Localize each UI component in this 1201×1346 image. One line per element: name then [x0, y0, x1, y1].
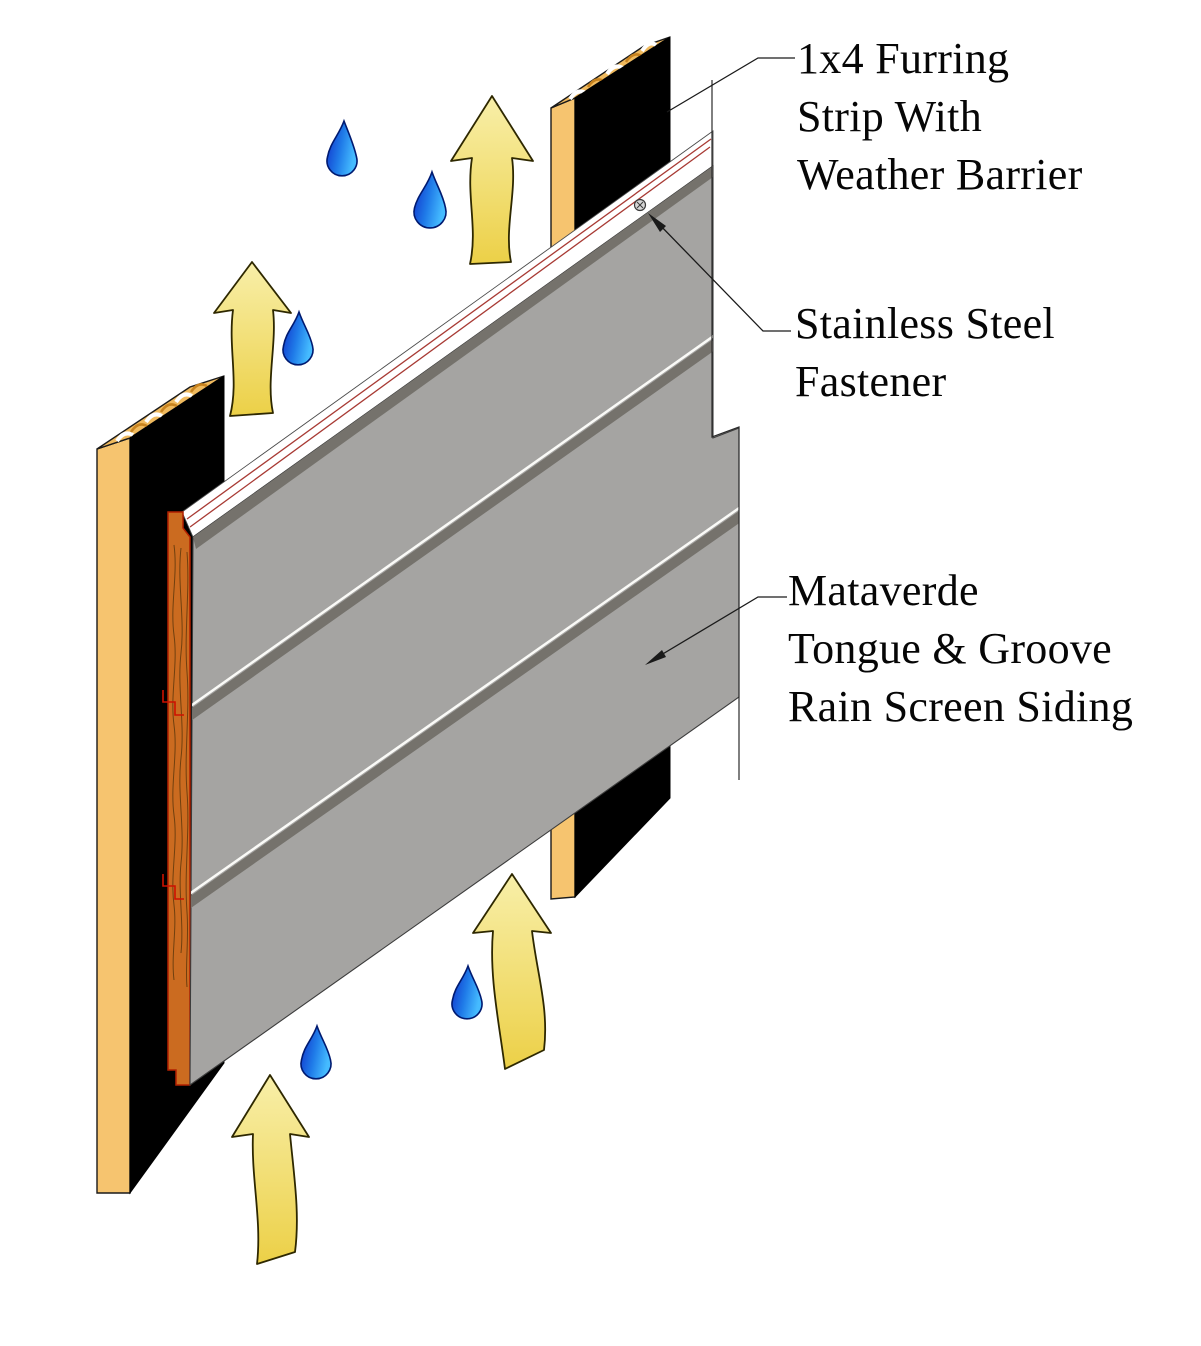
left-furring-strip-side-face	[96, 437, 131, 1194]
airflow-arrow-bottom-left	[231, 1074, 310, 1265]
board-joint-highlight-1	[190, 333, 716, 712]
board-end-grain-strip	[149, 511, 191, 1086]
leader-lines	[650, 57, 795, 662]
water-drops	[282, 118, 483, 1080]
fastener-screw-head-icon	[633, 198, 647, 212]
airflow-arrow-bottom-right	[472, 873, 552, 1070]
leader-arrowhead-fastener	[648, 213, 666, 232]
siding-panels	[189, 164, 740, 1087]
leader-line-furring	[666, 57, 795, 113]
board-joint-highlight-2	[190, 504, 739, 899]
airflow-arrow-top-left	[213, 261, 292, 417]
water-drop-3	[282, 309, 314, 366]
board-joint-profile-1	[149, 690, 184, 716]
airflow-arrows	[213, 95, 552, 1265]
wood-grain-left-top	[115, 383, 208, 443]
water-drop-4	[451, 963, 483, 1020]
airflow-arrow-top-right	[450, 95, 534, 265]
board-joint-shadow-2	[190, 510, 739, 911]
leader-arrowhead-siding	[645, 650, 666, 665]
water-drop-5	[300, 1023, 332, 1080]
board-joint-shadow-1	[190, 339, 718, 724]
water-drop-2	[413, 169, 447, 229]
siding-top-edge-dark	[193, 166, 713, 549]
label-stainless-steel-fastener: Stainless Steel Fastener	[795, 299, 1055, 406]
pinstripe-1	[186, 138, 712, 520]
leader-line-fastener	[655, 220, 791, 332]
label-mataverde-siding: Mataverde Tongue & Groove Rain Screen Si…	[788, 566, 1134, 731]
board-joint-profile-2	[149, 874, 184, 900]
leader-line-siding	[650, 596, 787, 662]
wood-grain-end-strip	[172, 544, 189, 988]
label-furring-strip: 1x4 Furring Strip With Weather Barrier	[797, 34, 1083, 199]
break-line	[711, 80, 740, 780]
water-drop-1	[326, 118, 358, 177]
pinstripe-2	[189, 146, 711, 528]
